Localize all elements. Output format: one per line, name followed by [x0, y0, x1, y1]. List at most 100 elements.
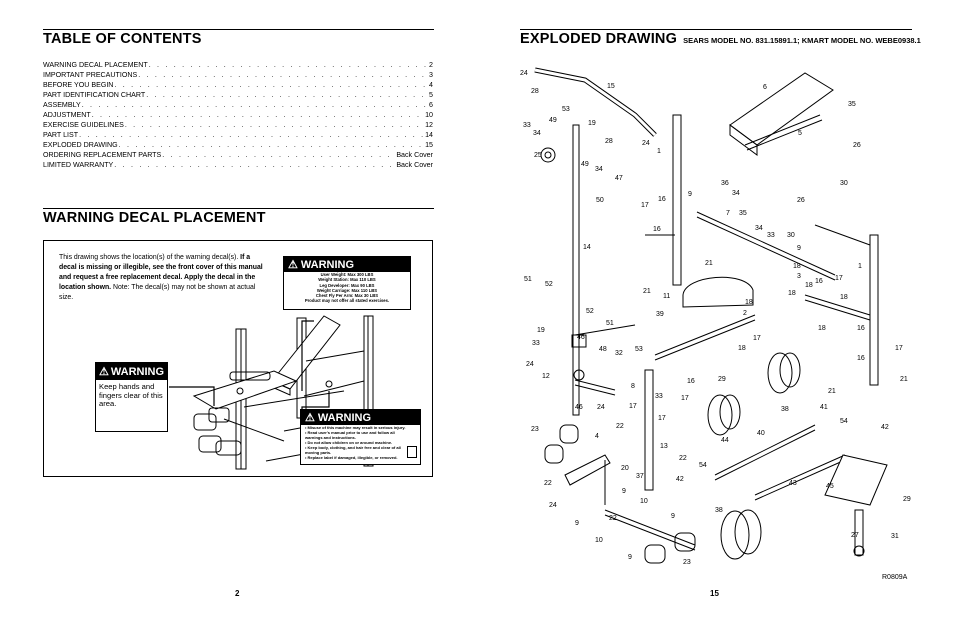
- safety-warning-line: • Do not allow children on or around mac…: [305, 440, 393, 445]
- svg-text:27: 27: [851, 532, 859, 539]
- safety-warning-line: • Misuse of this machine may result in s…: [305, 425, 406, 430]
- svg-text:1: 1: [858, 263, 862, 270]
- svg-text:17: 17: [753, 335, 761, 342]
- toc-entry-page: 15: [425, 141, 433, 150]
- svg-text:34: 34: [732, 190, 740, 197]
- svg-text:15: 15: [607, 83, 615, 90]
- toc-leader-dots: [82, 100, 428, 110]
- weight-limit-line: User Weight: Max 300 LBS: [320, 272, 374, 277]
- svg-text:38: 38: [781, 406, 789, 413]
- svg-text:18: 18: [793, 263, 801, 270]
- svg-text:39: 39: [656, 311, 664, 318]
- weight-limit-line: Product may not offer all stated exercis…: [304, 298, 390, 304]
- svg-text:43: 43: [789, 480, 797, 487]
- left-page-number: 2: [235, 589, 240, 598]
- svg-text:8: 8: [631, 383, 635, 390]
- svg-text:17: 17: [835, 275, 843, 282]
- toc-entry-page: Back Cover: [396, 151, 433, 160]
- toc-entry-page: 4: [429, 81, 433, 90]
- svg-text:53: 53: [562, 106, 570, 113]
- hand-warning-text: Keep hands and fingers clear of this are…: [99, 382, 163, 408]
- svg-text:49: 49: [581, 161, 589, 168]
- svg-text:24: 24: [549, 502, 557, 509]
- svg-text:7: 7: [726, 210, 730, 217]
- svg-text:22: 22: [616, 423, 624, 430]
- svg-text:17: 17: [895, 345, 903, 352]
- hand-warning-decal: ⚠WARNING Keep hands and fingers clear of…: [95, 362, 168, 432]
- svg-text:53: 53: [635, 346, 643, 353]
- svg-text:31: 31: [891, 533, 899, 540]
- svg-text:17: 17: [641, 202, 649, 209]
- toc-entry: ORDERING REPLACEMENT PARTS Back Cover: [43, 150, 433, 160]
- svg-text:25: 25: [534, 152, 542, 159]
- decal-top-rule: [43, 208, 434, 209]
- toc-entry: PART LIST 14: [43, 130, 433, 140]
- svg-text:11: 11: [663, 293, 670, 300]
- svg-text:16: 16: [687, 378, 695, 385]
- toc-leader-dots: [119, 140, 424, 150]
- svg-text:33: 33: [532, 340, 540, 347]
- weight-limit-line: Weight Station: Max 110 LBS: [318, 277, 376, 283]
- toc-entry: EXPLODED DRAWING15: [43, 140, 433, 150]
- drawing-top-rule: [520, 29, 912, 30]
- svg-text:16: 16: [653, 226, 661, 233]
- svg-text:34: 34: [595, 166, 603, 173]
- svg-text:36: 36: [721, 180, 729, 187]
- toc-entry-label: PART IDENTIFICATION CHART: [43, 91, 146, 100]
- svg-text:20: 20: [621, 465, 629, 472]
- model-number-line: SEARS MODEL NO. 831.15891.1; KMART MODEL…: [683, 36, 921, 45]
- svg-text:22: 22: [679, 455, 687, 462]
- toc-leader-dots: [162, 150, 395, 160]
- toc-leader-dots: [149, 60, 428, 70]
- svg-text:38: 38: [715, 507, 723, 514]
- toc-entry-page: 6: [429, 101, 433, 110]
- svg-text:16: 16: [815, 278, 823, 285]
- toc-entry-page: 3: [429, 71, 433, 80]
- warning-triangle-icon: ⚠: [305, 412, 315, 424]
- toc-entry: PART IDENTIFICATION CHART5: [43, 90, 433, 100]
- toc-entry: EXERCISE GUIDELINES12: [43, 120, 433, 130]
- svg-text:18: 18: [745, 299, 753, 306]
- safety-warning-line: • Read user's manual prior to use and fo…: [305, 430, 395, 440]
- svg-text:18: 18: [788, 290, 796, 297]
- svg-text:6: 6: [763, 84, 767, 91]
- toc-entry-label: EXERCISE GUIDELINES: [43, 121, 124, 130]
- toc-entry: ASSEMBLY6: [43, 100, 433, 110]
- warning-triangle-icon: ⚠: [288, 259, 298, 271]
- manual-icon: [407, 446, 417, 458]
- svg-text:46: 46: [575, 404, 583, 411]
- svg-text:3: 3: [797, 273, 801, 280]
- svg-text:13: 13: [660, 443, 668, 450]
- svg-text:22: 22: [609, 515, 617, 522]
- toc-entry-page: 14: [425, 131, 433, 140]
- toc-entry-label: PART LIST: [43, 131, 79, 140]
- toc-entry-label: WARNING DECAL PLACEMENT: [43, 61, 148, 69]
- toc-top-rule: [43, 29, 434, 30]
- svg-text:26: 26: [853, 142, 861, 149]
- safety-warning-line: • Keep body, clothing, and hair free and…: [305, 445, 401, 455]
- svg-text:17: 17: [629, 403, 637, 410]
- svg-text:10: 10: [595, 537, 603, 544]
- svg-text:24: 24: [597, 404, 605, 411]
- svg-text:17: 17: [681, 395, 689, 402]
- svg-text:24: 24: [642, 140, 650, 147]
- right-page-number: 15: [710, 589, 719, 598]
- svg-text:45: 45: [826, 483, 834, 490]
- svg-text:9: 9: [688, 191, 692, 198]
- svg-text:26: 26: [797, 197, 805, 204]
- svg-text:9: 9: [797, 245, 801, 252]
- toc-entry: LIMITED WARRANTYBack Cover: [43, 160, 433, 170]
- svg-text:10: 10: [640, 498, 648, 505]
- toc-leader-dots: [114, 80, 428, 90]
- svg-text:46: 46: [577, 334, 585, 341]
- weight-limit-line: Leg Developer: Max 90 LBS: [319, 282, 375, 288]
- safety-warning-line: • Replace label if damaged, illegible, o…: [305, 455, 398, 460]
- svg-text:16: 16: [857, 355, 865, 362]
- svg-text:24: 24: [520, 70, 528, 77]
- svg-text:42: 42: [676, 476, 684, 483]
- decal-intro-text: This drawing shows the location(s) of th…: [59, 254, 241, 261]
- toc-entry-label: ORDERING REPLACEMENT PARTS: [43, 151, 162, 160]
- toc-entry-page: 2: [429, 61, 433, 69]
